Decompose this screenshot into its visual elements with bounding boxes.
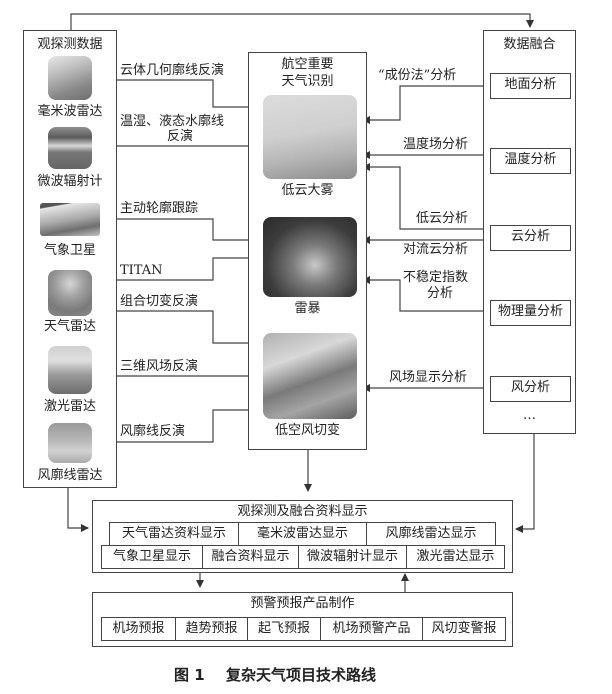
source-label-weather-radar: 天气雷达 [43,319,96,334]
data-fusion-panel: 数据融合 地面分析 温度分析 云分析 物理量分析 风分析 … [483,30,576,434]
weather-radar-tower-photo-icon [48,270,92,316]
display-panel: 观探测及融合资料显示 天气雷达资料显示 毫米波雷达显示 风廓线雷达显示 气象卫星… [92,500,513,573]
satellite-image-photo-icon [40,203,100,236]
source-label-microwave-radiometer: 微波辐射计 [37,174,103,189]
link-label-component-method: “成份法”分析 [378,68,457,83]
observation-data-panel: 观探测数据 毫米波雷达 微波辐射计 气象卫星 天气雷达 激光雷达 风廓线雷达 [23,30,117,488]
fusion-item-temperature: 温度分析 [490,148,571,174]
product-wind-shear-alert: 风切变警报 [422,617,506,641]
product-airport-forecast: 机场预报 [101,617,176,641]
link-label-cloud-geometry: 云体几何廓线反演 [120,63,225,78]
product-airport-warning: 机场预警产品 [320,617,423,641]
display-millimeter-radar: 毫米波雷达显示 [238,522,367,546]
display-panel-title: 观探测及融合资料显示 [237,504,368,519]
fusion-item-physical-quantity: 物理量分析 [490,300,571,326]
figure-caption: 复杂天气项目技术路线 [226,666,377,684]
observation-data-title: 观探测数据 [37,37,103,52]
link-label-temp-humidity-line2: 反演 [167,129,194,144]
display-fusion-data: 融合资料显示 [202,545,299,569]
source-label-millimeter-radar: 毫米波雷达 [37,104,103,119]
display-satellite: 气象卫星显示 [101,545,203,569]
product-panel: 预警预报产品制作 机场预报 趋势预报 起飞预报 机场预警产品 风切变警报 [92,592,513,647]
center-title-line1: 航空重要 [281,57,334,72]
link-label-low-cloud: 低云分析 [416,211,469,226]
center-title-line2: 天气识别 [281,74,334,89]
phenomenon-label-wind-shear: 低空风切变 [274,423,340,438]
millimeter-radar-photo-icon [48,56,92,100]
phenomenon-label-fog: 低云大雾 [281,183,334,198]
source-label-satellite: 气象卫星 [43,243,96,258]
link-label-titan: TITAN [120,263,163,278]
display-wind-profiler: 风廓线雷达显示 [366,522,496,546]
source-label-lidar: 激光雷达 [43,399,96,414]
data-fusion-title: 数据融合 [503,37,556,52]
source-label-wind-profiler: 风廓线雷达 [37,468,103,483]
aviation-weather-identification-panel: 航空重要 天气识别 低云大雾 雷暴 低空风切变 [248,52,367,450]
microwave-radiometer-photo-icon [48,127,92,169]
link-label-temp-humidity-line1: 温湿、液态水廓线 [120,114,225,129]
fusion-item-cloud: 云分析 [490,225,571,251]
display-lidar: 激光雷达显示 [406,545,505,569]
wind-shear-photo-icon [263,333,357,419]
thunderstorm-photo-icon [263,217,357,297]
product-panel-title: 预警预报产品制作 [250,596,355,611]
fog-photo-icon [263,95,357,179]
link-label-combined-shear: 组合切变反演 [120,294,199,309]
phenomenon-label-thunderstorm: 雷暴 [294,301,321,316]
display-weather-radar: 天气雷达资料显示 [109,522,239,546]
link-label-wind-profile: 风廓线反演 [120,424,186,439]
wind-profiler-photo-icon [48,423,92,463]
figure-number: 图 1 [174,666,205,684]
lidar-photo-icon [48,346,92,394]
link-label-active-contour: 主动轮廓跟踪 [120,201,199,216]
display-microwave-radiometer: 微波辐射计显示 [298,545,407,569]
product-trend-forecast: 趋势预报 [175,617,248,641]
product-takeoff-forecast: 起飞预报 [247,617,321,641]
link-label-instability-line1: 不稳定指数 [403,270,469,285]
link-label-instability-line2: 分析 [427,286,454,301]
link-label-convective-cloud: 对流云分析 [403,242,469,257]
link-label-3d-wind: 三维风场反演 [120,359,199,374]
fusion-item-surface: 地面分析 [490,73,571,99]
link-label-temperature-field: 温度场分析 [403,137,469,152]
link-label-wind-field: 风场显示分析 [389,370,468,385]
fusion-ellipsis: … [523,408,536,423]
fusion-item-wind: 风分析 [490,376,571,402]
